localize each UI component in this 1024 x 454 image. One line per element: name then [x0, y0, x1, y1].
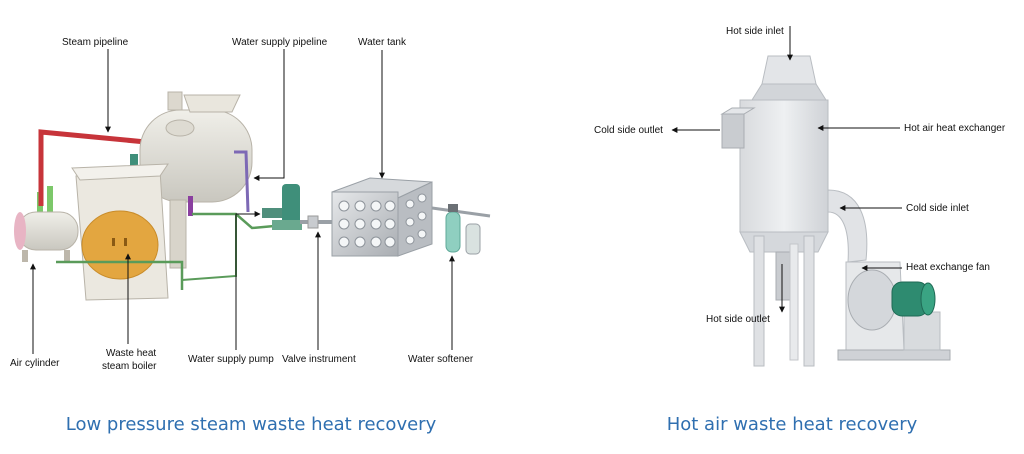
water-supply-pump-shape: [262, 184, 302, 230]
caption-steam-recovery: Low pressure steam waste heat recovery: [66, 414, 437, 435]
label-heat-exchange-fan: Heat exchange fan: [906, 262, 990, 273]
water-return-line-shape: [181, 214, 237, 281]
support-leg-shape: [753, 235, 765, 367]
steam-system-illustration: [14, 91, 491, 301]
label-waste-heat-boiler-line2: steam boiler: [102, 361, 157, 372]
label-water-tank: Water tank: [358, 37, 407, 48]
label-hot-air-heat-exchanger: Hot air heat exchanger: [904, 123, 1006, 134]
label-air-cylinder: Air cylinder: [10, 358, 60, 369]
air-cylinder-shape: [14, 186, 79, 262]
softener-pipe-shape: [431, 206, 491, 218]
label-hot-side-outlet: Hot side outlet: [706, 314, 770, 325]
water-tank-shape: [331, 177, 433, 257]
label-water-supply-pipeline: Water supply pipeline: [232, 37, 328, 48]
label-hot-side-inlet: Hot side inlet: [726, 26, 784, 37]
water-softener-shape: [445, 204, 481, 255]
cold-side-outlet-shape: [721, 113, 745, 149]
hot-air-system-labels: Hot side inlet Cold side outlet Hot air …: [594, 26, 1006, 325]
hot-air-heat-exchanger-shape: [739, 99, 829, 233]
label-valve-instrument: Valve instrument: [282, 354, 356, 365]
label-waste-heat-boiler-line1: Waste heat: [106, 348, 156, 359]
steam-system-labels: Steam pipeline Water supply pipeline Wat…: [10, 37, 474, 372]
arrow-water-supply-pipeline: [253, 49, 285, 181]
label-steam-pipeline: Steam pipeline: [62, 37, 129, 48]
label-cold-side-inlet: Cold side inlet: [906, 203, 969, 214]
cold-side-inlet-shape: [827, 189, 868, 263]
valve-shape: [307, 215, 319, 229]
arrow-water-supply-pump: [235, 211, 261, 350]
heat-exchange-fan-shape: [837, 261, 951, 361]
caption-hot-air-recovery: Hot air waste heat recovery: [667, 414, 918, 435]
hot-air-system-illustration: [720, 55, 951, 367]
hot-side-inlet-shape: [761, 55, 817, 85]
water-supply-pipe-shape: [234, 150, 250, 213]
boiler-drum-shape: [130, 91, 253, 203]
label-water-supply-pump: Water supply pump: [188, 354, 274, 365]
label-water-softener: Water softener: [408, 354, 474, 365]
label-cold-side-outlet: Cold side outlet: [594, 125, 663, 136]
